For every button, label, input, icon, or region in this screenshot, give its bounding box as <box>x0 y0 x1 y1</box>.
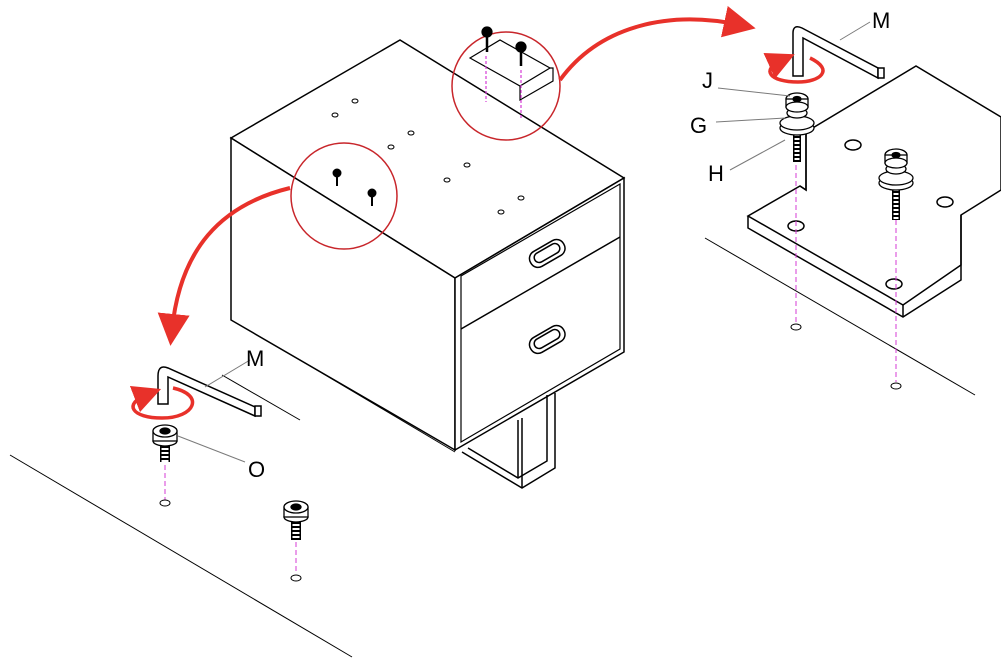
rotation-arrow-right <box>763 53 825 84</box>
drawer-cabinet <box>229 39 626 453</box>
floor-line-left-front <box>221 374 301 421</box>
allen-key-right <box>792 26 885 80</box>
drawer-frame <box>460 182 621 444</box>
label-allen-key-right: M <box>872 8 890 33</box>
allen-key-left <box>157 366 262 418</box>
floor-hole-left-2 <box>290 574 302 582</box>
leader-lines-left <box>177 359 251 463</box>
arrow-to-right-detail <box>558 6 756 82</box>
bracket-detail-right <box>746 65 1001 318</box>
support-leg <box>461 393 556 489</box>
label-allen-key-left: M <box>246 346 264 371</box>
bolt-assembly-right-2 <box>878 148 914 220</box>
label-washer: G <box>690 113 707 138</box>
label-bolt: H <box>708 161 724 186</box>
bolt-assembly-right <box>779 92 815 162</box>
callout-circle-top <box>451 31 561 141</box>
arrow-to-left-detail <box>157 186 291 346</box>
small-bracket-top <box>468 26 554 120</box>
small-screws-left <box>332 168 377 206</box>
floor-line-left-back <box>9 454 353 658</box>
label-screw-cap: J <box>702 68 713 93</box>
leader-lines-right <box>715 21 871 171</box>
drawer-divider <box>460 236 621 330</box>
rotation-arrow-left <box>129 385 195 420</box>
floor-hole-right-1 <box>790 323 802 331</box>
floor-screw-left-2 <box>283 500 309 540</box>
cabinet-front-face <box>454 176 625 452</box>
cabinet-bottom-edge <box>299 359 456 453</box>
floor-hole-right-2 <box>890 382 902 390</box>
floor-line-right <box>704 237 976 396</box>
callout-circle-left <box>290 142 398 250</box>
floor-screw-left <box>152 424 178 462</box>
top-holes <box>331 98 525 215</box>
label-floor-screw: O <box>248 457 265 482</box>
drawer-handle-top <box>528 238 566 269</box>
drawer-handle-bottom <box>528 324 566 355</box>
floor-hole-left-1 <box>159 499 171 507</box>
